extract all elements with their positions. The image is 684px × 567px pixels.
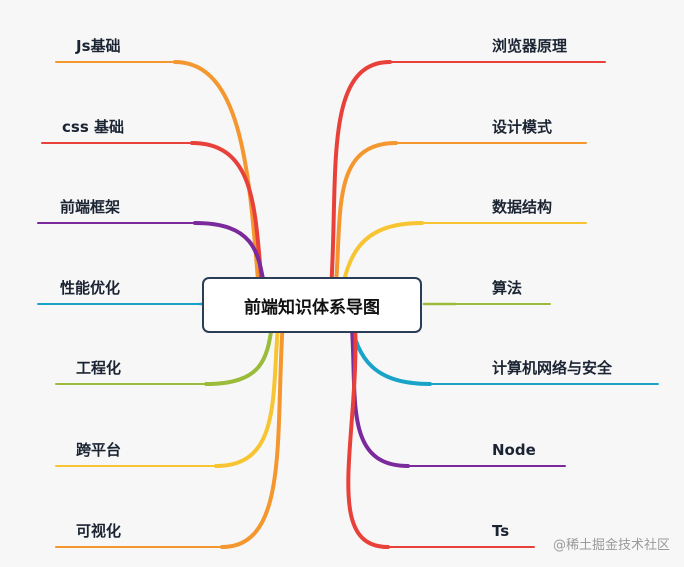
left-branch-label[interactable]: 跨平台 — [76, 441, 122, 459]
right-branch-connector — [348, 303, 410, 468]
central-topic-node[interactable]: 前端知识体系导图 — [202, 277, 422, 333]
left-branch-connector — [214, 303, 282, 468]
watermark-text: @稀土掘金技术社区 — [552, 538, 670, 553]
right-branch-label[interactable]: Ts — [492, 522, 510, 540]
right-branch-label[interactable]: 数据结构 — [492, 198, 553, 216]
central-topic-label: 前端知识体系导图 — [244, 297, 380, 318]
watermark: @稀土掘金技术社区 — [553, 534, 670, 553]
right-branch-connector — [332, 141, 398, 307]
right-branch-label[interactable]: 浏览器原理 — [492, 37, 568, 55]
right-branch-label[interactable]: 设计模式 — [492, 118, 553, 136]
left-branch-label[interactable]: 性能优化 — [60, 279, 121, 297]
left-branch-label[interactable]: 前端框架 — [60, 198, 121, 216]
right-branch-connector — [346, 303, 390, 549]
right-branch-label[interactable]: Node — [492, 441, 536, 459]
left-branch-label[interactable]: Js基础 — [76, 37, 121, 55]
left-branch-connector — [220, 303, 286, 549]
left-branch-label[interactable]: css 基础 — [62, 118, 124, 136]
left-branch-label[interactable]: 工程化 — [76, 359, 122, 377]
left-branch-label[interactable]: 可视化 — [76, 522, 122, 540]
right-branch-label[interactable]: 算法 — [492, 279, 523, 297]
right-branch-label[interactable]: 计算机网络与安全 — [492, 359, 613, 377]
right-branch-connector — [328, 60, 392, 307]
